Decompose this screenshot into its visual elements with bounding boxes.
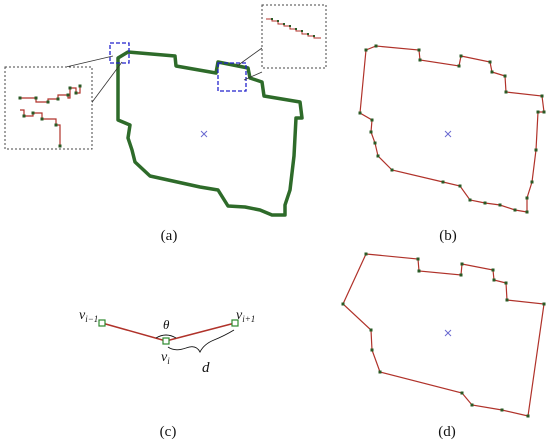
panel-c: vi−1 vi+1 θ vi d (c) [79,308,255,440]
label-v-left: vi−1 [79,308,98,324]
caption-c: (c) [160,424,177,440]
label-theta: θ [163,317,170,332]
vertex-middle [162,337,170,345]
callout-connector [65,55,114,68]
panel-d: (d) [341,252,546,440]
caption-a: (a) [161,228,178,244]
simplified-outline-d [342,253,545,417]
caption-d: (d) [438,424,456,440]
vertex-right [231,319,239,327]
zoom-callout-left [4,66,93,150]
angle-arc [155,334,177,339]
dense-building-outline [116,50,304,217]
vertices-b [358,44,546,214]
panel-b: (b) [358,44,546,244]
centroid-marker [200,130,208,138]
centroid-marker [444,329,452,337]
zoom-box-right [217,62,247,92]
panel-a: (a) [4,4,327,244]
label-v-middle: vi [161,350,170,366]
zoom-callout-right [261,4,327,69]
edge-right [165,322,236,342]
callout-connector [89,61,123,106]
distance-brace [167,329,235,354]
label-v-right: vi+1 [236,308,255,324]
centroid-marker [444,130,452,138]
edge-left [101,322,167,342]
vertices-d [341,252,546,418]
simplified-outline-b [359,45,545,213]
vertex-left [98,319,106,327]
caption-b: (b) [439,228,457,244]
zoom-box-left [109,42,130,64]
callout-connector [236,47,263,67]
label-d: d [202,360,210,376]
callout-connector [243,71,263,81]
